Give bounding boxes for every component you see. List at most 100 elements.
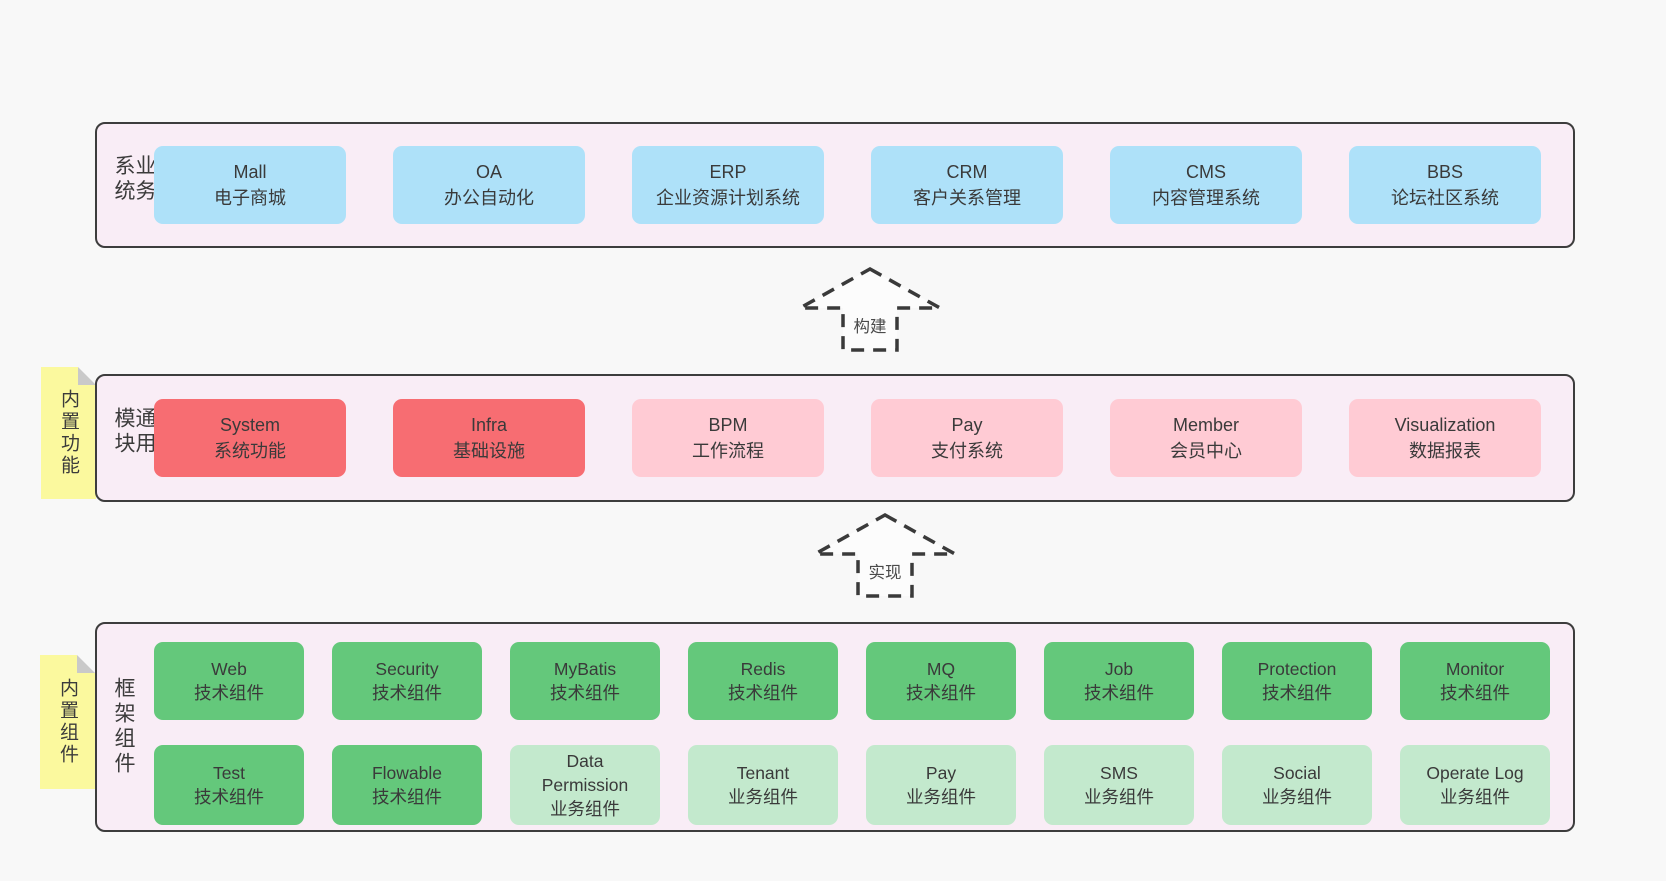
panel-business-label: 业务系统 (112, 154, 156, 205)
box-title: CRM (946, 162, 988, 182)
box-title: Redis (740, 659, 786, 679)
box-subtitle: 技术组件 (1084, 683, 1154, 703)
component-box-redis: Redis 技术组件 (688, 642, 838, 720)
box-title: Flowable (371, 763, 443, 783)
component-box-test: Test 技术组件 (154, 745, 304, 825)
box-subtitle: 技术组件 (372, 683, 442, 703)
sticky-note-text: 内置功能 (58, 389, 79, 477)
framework-boxes-row-1: Web 技术组件 Security 技术组件 MyBatis 技术组件 Redi… (154, 642, 1550, 720)
box-subtitle: 技术组件 (1440, 683, 1510, 703)
box-title: Infra (470, 415, 508, 435)
box-title: Monitor (1445, 659, 1505, 679)
box-subtitle: 内容管理系统 (1152, 188, 1260, 208)
box-subtitle: 支付系统 (931, 441, 1003, 461)
box-subtitle: 基础设施 (453, 441, 525, 461)
system-box-bbs: BBS 论坛社区系统 (1349, 146, 1541, 224)
box-title: OA (475, 162, 502, 182)
box-subtitle: 工作流程 (692, 441, 764, 461)
panel-modules-label: 通用模块 (112, 407, 156, 457)
dashed-up-arrow-icon (810, 512, 960, 598)
module-box-pay: Pay 支付系统 (871, 399, 1063, 477)
box-subtitle: 技术组件 (194, 683, 264, 703)
box-title: Operate Log (1426, 763, 1524, 783)
box-subtitle: 业务组件 (1440, 787, 1510, 807)
arrow-implement: 实现 (810, 512, 960, 598)
box-title: Data Permission (541, 751, 629, 795)
sticky-note-builtin-features: 内置功能 (41, 367, 96, 499)
box-title: MQ (926, 659, 956, 679)
component-box-pay: Pay 业务组件 (866, 745, 1016, 825)
panel-framework-components: 框架组件 Web 技术组件 Security 技术组件 MyBatis 技术组件… (95, 622, 1575, 832)
system-box-erp: ERP 企业资源计划系统 (632, 146, 824, 224)
box-subtitle: 系统功能 (214, 441, 286, 461)
box-subtitle: 技术组件 (194, 787, 264, 807)
box-subtitle: 技术组件 (906, 683, 976, 703)
box-subtitle: 数据报表 (1409, 441, 1481, 461)
box-subtitle: 技术组件 (1262, 683, 1332, 703)
box-subtitle: 办公自动化 (444, 188, 534, 208)
box-subtitle: 论坛社区系统 (1391, 188, 1499, 208)
box-subtitle: 技术组件 (728, 683, 798, 703)
box-subtitle: 业务组件 (1262, 787, 1332, 807)
box-subtitle: 企业资源计划系统 (656, 188, 800, 208)
box-title: BPM (708, 415, 748, 435)
box-title: Tenant (736, 763, 790, 783)
box-title: Visualization (1394, 415, 1496, 435)
module-box-system: System 系统功能 (154, 399, 346, 477)
box-title: System (219, 415, 280, 435)
component-box-data-permission: Data Permission 业务组件 (510, 745, 660, 825)
module-box-member: Member 会员中心 (1110, 399, 1302, 477)
module-box-visualization: Visualization 数据报表 (1349, 399, 1541, 477)
box-title: CMS (1186, 162, 1226, 182)
component-box-operate-log: Operate Log 业务组件 (1400, 745, 1550, 825)
box-subtitle: 业务组件 (550, 799, 620, 819)
system-box-cms: CMS 内容管理系统 (1110, 146, 1302, 224)
component-box-mybatis: MyBatis 技术组件 (510, 642, 660, 720)
box-subtitle: 客户关系管理 (913, 188, 1021, 208)
component-box-mq: MQ 技术组件 (866, 642, 1016, 720)
framework-boxes-row-2: Test 技术组件 Flowable 技术组件 Data Permission … (154, 745, 1550, 825)
component-box-protection: Protection 技术组件 (1222, 642, 1372, 720)
component-box-web: Web 技术组件 (154, 642, 304, 720)
arrow-build: 构建 (795, 266, 945, 352)
component-box-security: Security 技术组件 (332, 642, 482, 720)
box-subtitle: 会员中心 (1170, 441, 1242, 461)
panel-common-modules: 通用模块 System 系统功能 Infra 基础设施 BPM 工作流程 Pay… (95, 374, 1575, 502)
box-title: Member (1172, 415, 1239, 435)
business-boxes-row: Mall 电子商城 OA 办公自动化 ERP 企业资源计划系统 CRM 客户关系… (154, 146, 1541, 224)
system-box-mall: Mall 电子商城 (154, 146, 346, 224)
box-title: SMS (1100, 763, 1138, 783)
box-subtitle: 技术组件 (550, 683, 620, 703)
system-box-crm: CRM 客户关系管理 (871, 146, 1063, 224)
box-title: Mall (233, 162, 267, 182)
system-box-oa: OA 办公自动化 (393, 146, 585, 224)
box-title: Protection (1257, 659, 1337, 679)
module-box-bpm: BPM 工作流程 (632, 399, 824, 477)
box-subtitle: 电子商城 (214, 188, 286, 208)
panel-framework-label: 框架组件 (112, 677, 135, 777)
component-box-tenant: Tenant 业务组件 (688, 745, 838, 825)
component-box-job: Job 技术组件 (1044, 642, 1194, 720)
module-boxes-row: System 系统功能 Infra 基础设施 BPM 工作流程 Pay 支付系统… (154, 399, 1541, 477)
box-title: Job (1104, 659, 1134, 679)
arrow-build-label: 构建 (851, 313, 889, 337)
box-title: BBS (1426, 162, 1464, 182)
box-subtitle: 业务组件 (728, 787, 798, 807)
sticky-note-builtin-components: 内置组件 (40, 655, 95, 789)
dashed-up-arrow-icon (795, 266, 945, 352)
box-subtitle: 业务组件 (906, 787, 976, 807)
component-box-sms: SMS 业务组件 (1044, 745, 1194, 825)
box-title: Web (211, 659, 247, 679)
module-box-infra: Infra 基础设施 (393, 399, 585, 477)
box-subtitle: 业务组件 (1084, 787, 1154, 807)
component-box-social: Social 业务组件 (1222, 745, 1372, 825)
panel-business-systems: 业务系统 Mall 电子商城 OA 办公自动化 ERP 企业资源计划系统 CRM… (95, 122, 1575, 248)
arrow-implement-label: 实现 (866, 559, 904, 583)
box-title: Pay (951, 415, 983, 435)
box-subtitle: 技术组件 (372, 787, 442, 807)
box-title: MyBatis (553, 659, 617, 679)
box-title: Pay (925, 763, 957, 783)
box-title: Social (1273, 763, 1321, 783)
component-box-monitor: Monitor 技术组件 (1400, 642, 1550, 720)
